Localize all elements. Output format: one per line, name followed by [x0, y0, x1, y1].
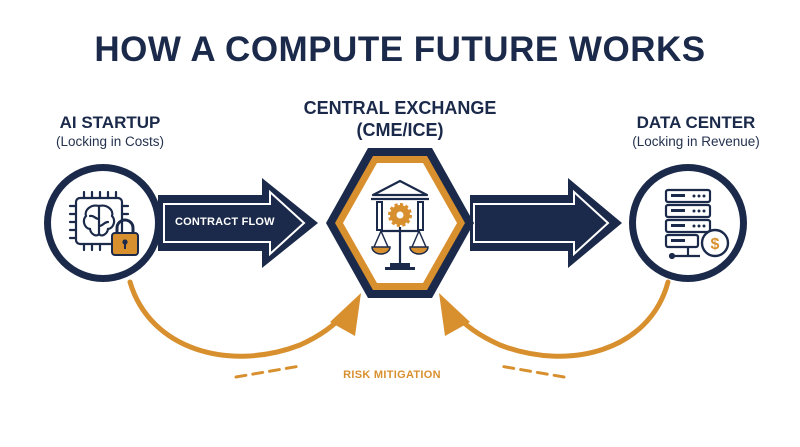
- startup-heading: AI STARTUP (Locking in Costs): [20, 112, 200, 151]
- server-leds: [671, 194, 706, 242]
- svg-text:$: $: [711, 236, 720, 253]
- risk-arrowhead-left: [330, 293, 361, 336]
- lock-icon: [111, 218, 139, 256]
- datacenter-heading: DATA CENTER (Locking in Revenue): [606, 112, 786, 151]
- risk-flow-left: [127, 279, 361, 379]
- exchange-heading: CENTRAL EXCHANGE (CME/ICE): [290, 97, 510, 141]
- server-icon: [664, 188, 712, 260]
- exchange-title-line1: CENTRAL EXCHANGE: [303, 98, 497, 118]
- gear-icon: [388, 203, 412, 227]
- contract-flow-label: CONTRACT FLOW: [175, 216, 275, 228]
- bank-gear-scales-icon: [371, 179, 429, 270]
- datacenter-node: $: [629, 164, 747, 282]
- exchange-title-line2: (CME/ICE): [356, 120, 444, 140]
- risk-flow-right: [439, 279, 671, 379]
- risk-arrowhead-right: [439, 293, 470, 336]
- startup-title: AI STARTUP: [59, 113, 161, 132]
- risk-mitigation-label: RISK MITIGATION: [343, 369, 441, 381]
- contract-arrow-right: [470, 178, 622, 268]
- dollar-coin-icon: $: [700, 228, 730, 258]
- startup-node: [44, 164, 162, 282]
- datacenter-title: DATA CENTER: [636, 113, 756, 132]
- datacenter-subtitle: (Locking in Revenue): [632, 134, 760, 149]
- page-title: HOW A COMPUTE FUTURE WORKS: [94, 30, 706, 69]
- exchange-node: [326, 148, 474, 298]
- startup-subtitle: (Locking in Costs): [55, 134, 165, 149]
- contract-arrow-left: [158, 178, 318, 268]
